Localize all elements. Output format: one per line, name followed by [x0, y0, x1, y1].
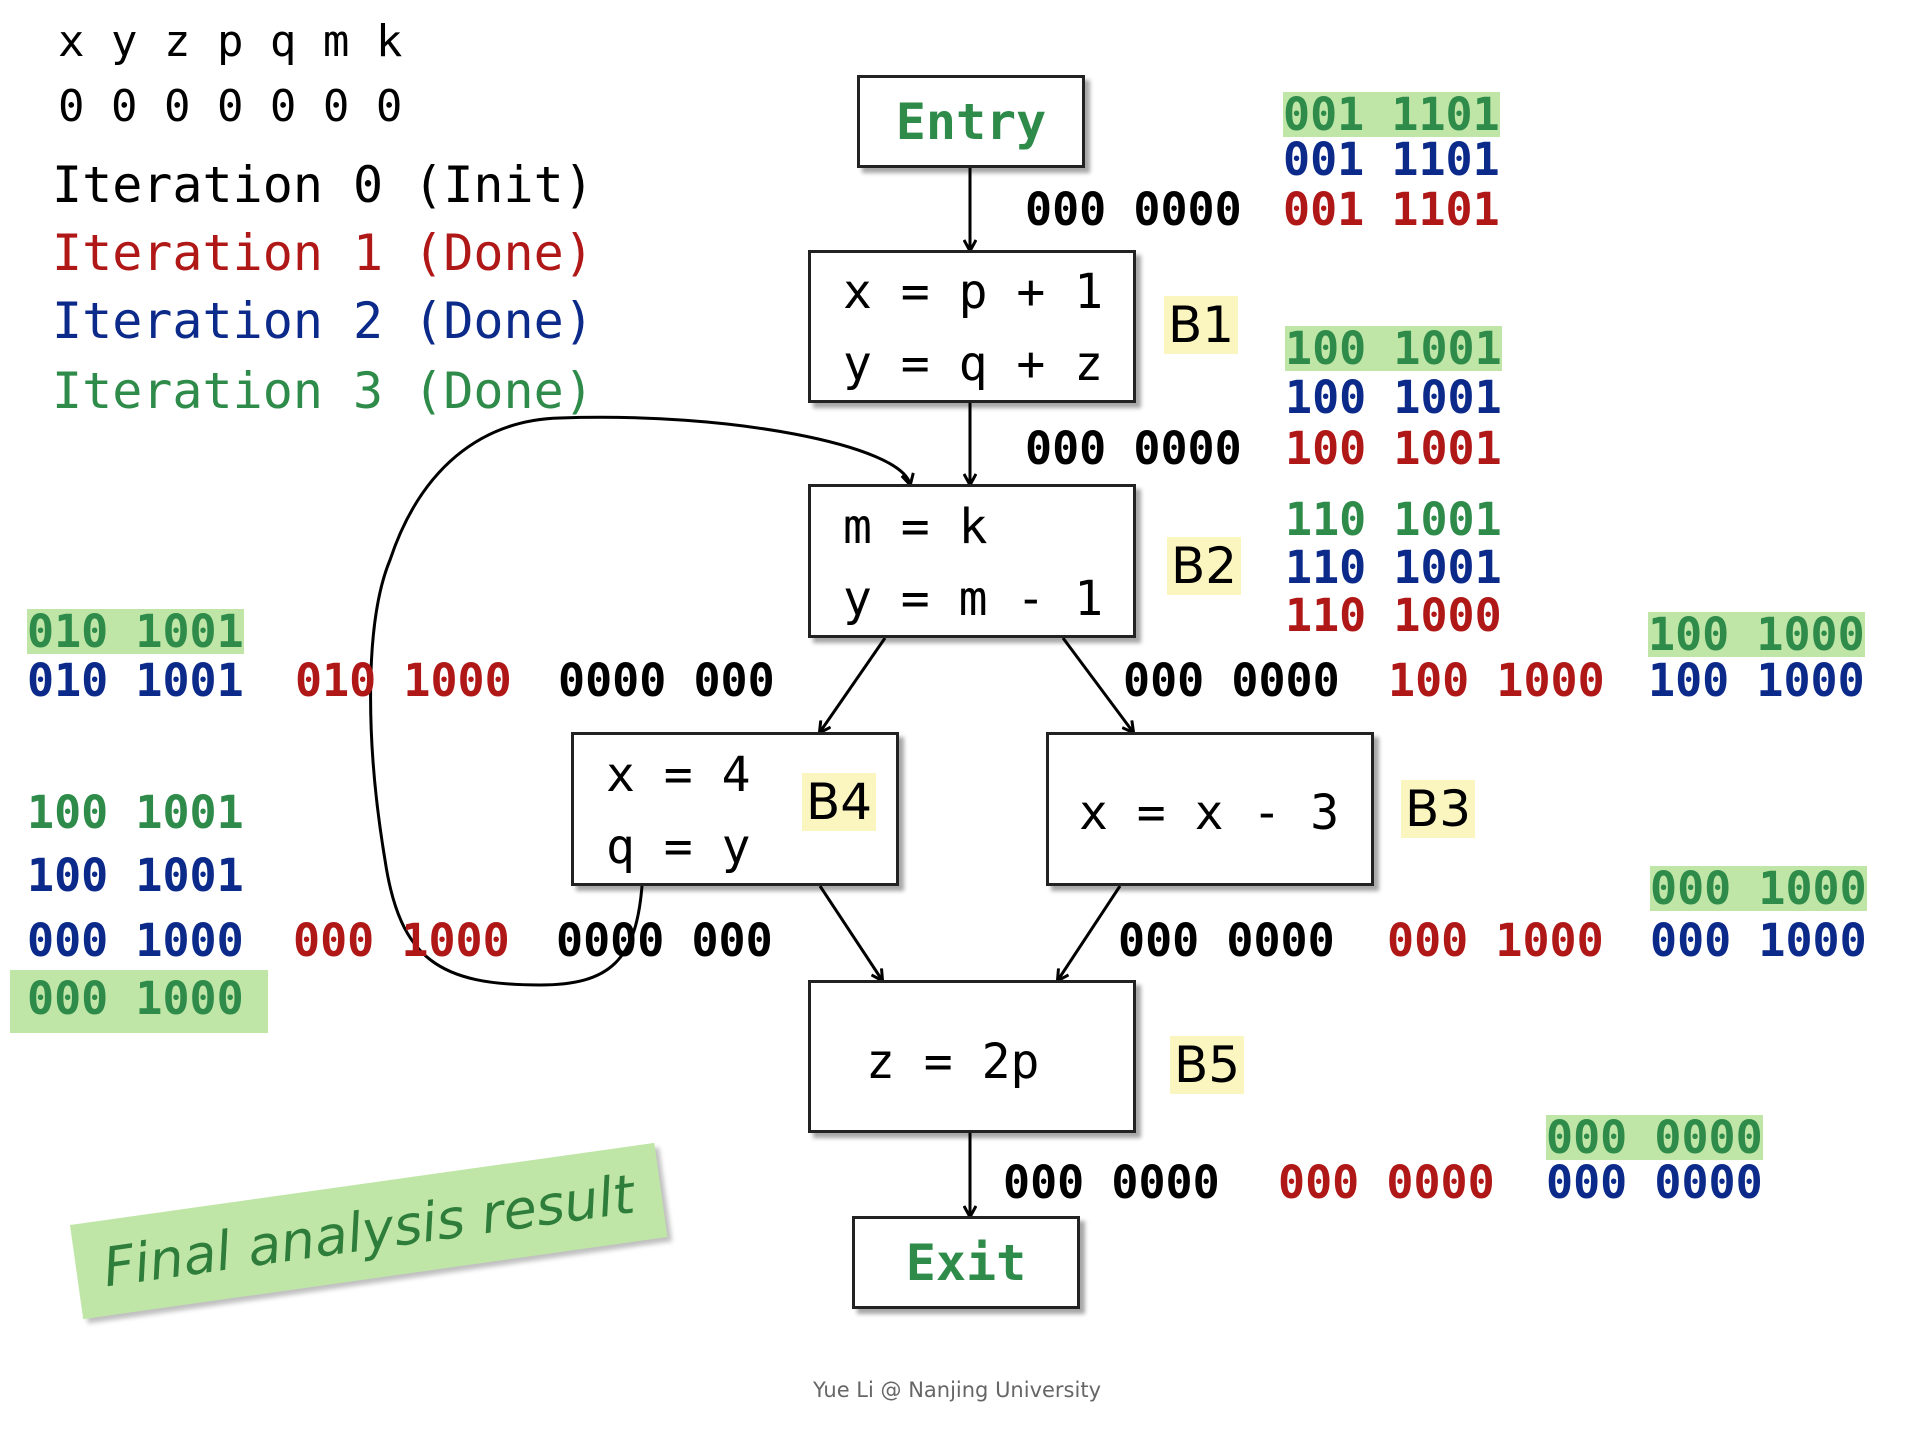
legend-iteration-0: Iteration 0 (Init) — [52, 156, 594, 214]
footer-credit: Yue Li @ Nanjing University — [812, 1378, 1101, 1402]
b5-label: B5 — [1170, 1036, 1245, 1094]
entry-label: Entry — [895, 92, 1047, 151]
legend-iteration-3: Iteration 3 (Done) — [52, 362, 594, 420]
b3-b5-it2: 000 1000 — [1650, 914, 1867, 967]
b5-exit-it0: 000 0000 — [1003, 1156, 1220, 1209]
block-b2: m = k y = m - 1 — [808, 484, 1136, 638]
b1-b2-it1: 100 1001 — [1285, 422, 1502, 475]
b3-b5-it1: 000 1000 — [1387, 914, 1604, 967]
b5-exit-it3: 000 0000 — [1546, 1111, 1763, 1164]
entry-b1-it3: 001 1101 — [1283, 88, 1500, 141]
b2-b4-it3: 010 1001 — [27, 605, 244, 658]
edge-b2-b4 — [820, 637, 887, 732]
b4-stmt-2: q = y — [606, 819, 751, 875]
b1-label: B1 — [1164, 296, 1239, 354]
edge-b3-b5 — [1058, 885, 1122, 980]
b2-stmt-1: m = k — [843, 499, 988, 555]
entry-b1-it0: 000 0000 — [1025, 183, 1242, 236]
b4-b5-it0: 0000 000 — [556, 914, 773, 967]
legend-iteration-2: Iteration 2 (Done) — [52, 292, 594, 350]
b2-b3-it2: 100 1000 — [1648, 654, 1865, 707]
edge-b2-b3 — [1061, 637, 1133, 732]
block-b1: x = p + 1 y = q + z — [808, 250, 1136, 403]
b4-b5-it3: 000 1000 — [10, 970, 268, 1033]
b1-b2-it2: 100 1001 — [1285, 371, 1502, 424]
block-b4: x = 4 q = y B4 — [571, 732, 899, 886]
b2-in-it3: 110 1001 — [1285, 493, 1502, 546]
b5-exit-it2: 000 0000 — [1546, 1156, 1763, 1209]
b3-b5-it0: 000 0000 — [1118, 914, 1335, 967]
b2-stmt-2: y = m - 1 — [843, 571, 1104, 627]
b2-b3-it3: 100 1000 — [1648, 608, 1865, 661]
b3-label: B3 — [1401, 780, 1476, 838]
b2-b3-it0: 000 0000 — [1123, 654, 1340, 707]
b2-b4-it2: 010 1001 — [27, 654, 244, 707]
b1-b2-it0: 000 0000 — [1025, 422, 1242, 475]
b5-exit-it1: 000 0000 — [1278, 1156, 1495, 1209]
b4-label: B4 — [802, 773, 877, 831]
b1-b2-it3: 100 1001 — [1285, 322, 1502, 375]
b4-extra-blue: 100 1001 — [27, 849, 244, 902]
exit-label: Exit — [905, 1233, 1027, 1292]
b1-stmt-1: x = p + 1 — [843, 264, 1104, 320]
b2-in-it1: 110 1000 — [1285, 589, 1502, 642]
entry-b1-it2: 001 1101 — [1283, 133, 1500, 186]
b2-in-it2: 110 1001 — [1285, 541, 1502, 594]
b4-b5-it2: 000 1000 — [27, 914, 244, 967]
block-b5: z = 2p — [808, 980, 1136, 1133]
edge-b4-back-b2 — [369, 415, 910, 987]
b4-b5-it1: 000 1000 — [293, 914, 510, 967]
init-bits: 0 0 0 0 0 0 0 — [58, 81, 403, 132]
b3-b5-it3: 000 1000 — [1650, 862, 1867, 915]
b4-stmt-1: x = 4 — [606, 747, 751, 803]
b2-b4-it0: 0000 000 — [558, 654, 775, 707]
entry-b1-it1: 001 1101 — [1283, 183, 1500, 236]
b2-b4-it1: 010 1000 — [295, 654, 512, 707]
b4-extra-green: 100 1001 — [27, 786, 244, 839]
block-b3: x = x - 3 — [1046, 732, 1374, 886]
b2-b3-it1: 100 1000 — [1388, 654, 1605, 707]
variable-header: x y z p q m k — [58, 16, 403, 67]
legend-iteration-1: Iteration 1 (Done) — [52, 224, 594, 282]
edge-b4-b5 — [818, 885, 882, 980]
b3-stmt-1: x = x - 3 — [1079, 785, 1340, 841]
b2-label: B2 — [1167, 537, 1242, 595]
entry-node: Entry — [857, 75, 1085, 168]
exit-node: Exit — [852, 1216, 1080, 1309]
b1-stmt-2: y = q + z — [843, 336, 1104, 392]
b5-stmt-1: z = 2p — [866, 1034, 1040, 1090]
